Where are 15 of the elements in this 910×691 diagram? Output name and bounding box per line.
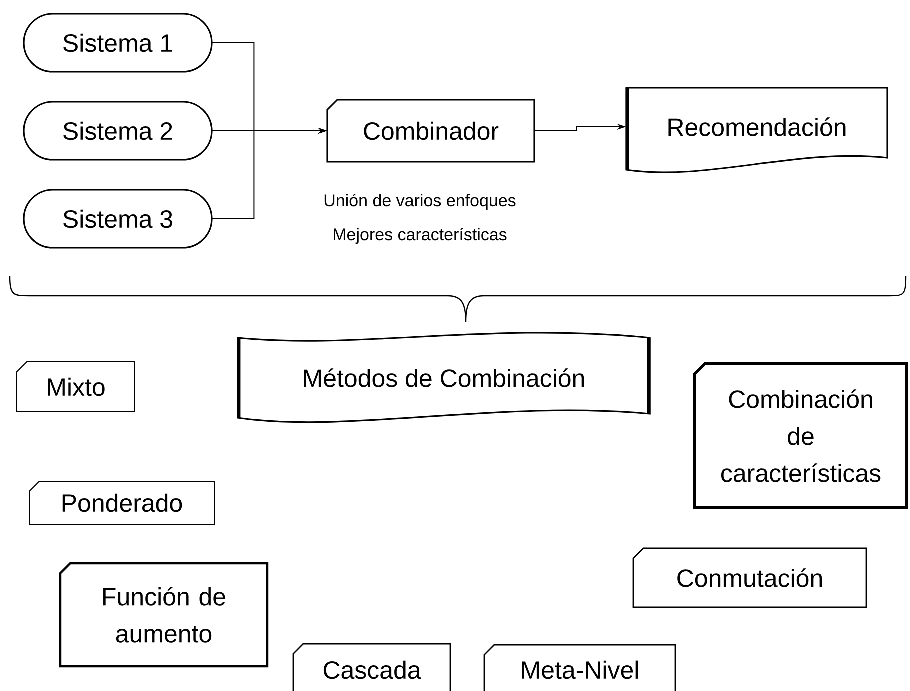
banner-box: Métodos de Combinación (237, 332, 651, 424)
card-box: Mixto (16, 362, 136, 412)
card-box: Meta-Nivel (484, 644, 676, 691)
note-text: Mejores características (334, 228, 507, 244)
card-box: Función de aumento (59, 562, 269, 668)
card-box: Conmutación (632, 548, 868, 608)
terminal-box: Sistema 3 (23, 189, 213, 249)
terminal-box: Sistema 2 (23, 101, 213, 161)
terminal-box: Sistema 1 (23, 13, 213, 73)
card-box: Ponderado (29, 481, 215, 525)
document-box: Recomendación (626, 87, 888, 174)
note-text: Unión de varios enfoques (324, 194, 516, 210)
card-box: Cascada (292, 643, 452, 691)
card-box: Combinador (326, 99, 536, 163)
card-box: Combinación de características (694, 362, 909, 510)
